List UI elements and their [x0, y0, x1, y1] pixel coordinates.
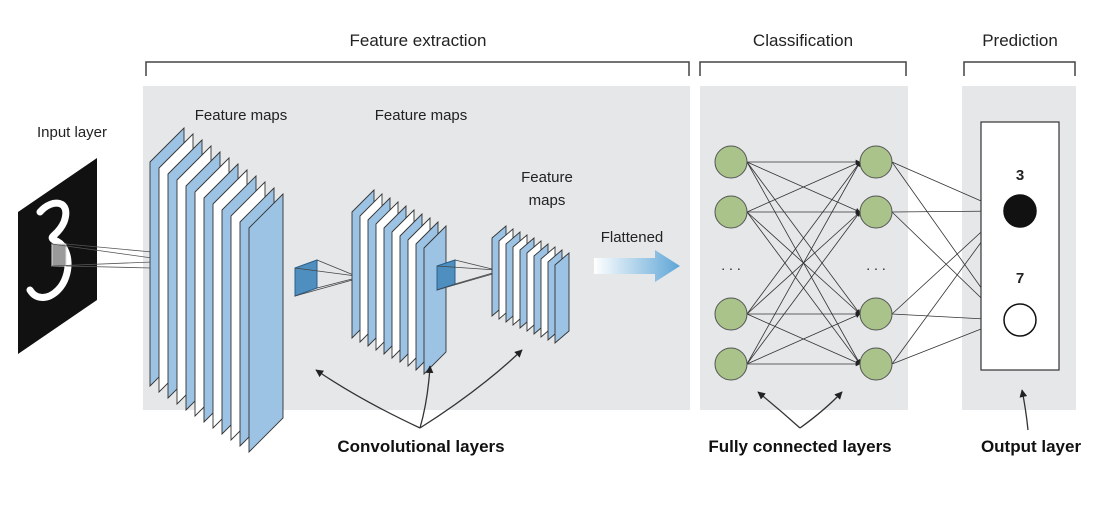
- fc-neuron: [859, 347, 893, 381]
- feature-extraction-bracket: [145, 61, 690, 76]
- convolutional-layers-caption: Convolutional layers: [337, 437, 504, 456]
- feature-maps-label-1: Feature maps: [195, 107, 288, 124]
- prediction-heading: Prediction: [982, 31, 1058, 50]
- flattened-label: Flattened: [601, 229, 664, 246]
- output-node-inactive: [1003, 303, 1037, 337]
- fc-connection: [746, 161, 861, 315]
- feature-map-plane: [423, 224, 447, 376]
- output-node-active: [1003, 194, 1037, 228]
- conv-caption-arrows: [315, 349, 523, 429]
- fc-neuron: [859, 297, 893, 331]
- fc-neuron: [859, 195, 893, 229]
- output-label-3: 3: [1016, 167, 1024, 184]
- input-to-conv-lines: [51, 243, 153, 269]
- classification-heading: Classification: [753, 31, 853, 50]
- flattened-arrow: [594, 250, 680, 282]
- fc-neuron: [714, 145, 748, 179]
- fc-neuron: [714, 297, 748, 331]
- input-receptive-field: [51, 243, 67, 267]
- fc-connection: [746, 161, 861, 213]
- conv2-to-conv3-lines: [436, 259, 497, 291]
- feature-map-stack-1: [149, 126, 284, 454]
- feature-maps-label-3-line2: maps: [529, 192, 566, 209]
- fc-neuron: [714, 195, 748, 229]
- ellipsis-left: . . .: [721, 257, 740, 273]
- ellipsis-right: . . .: [866, 257, 885, 273]
- conv1-to-conv2-lines: [294, 259, 357, 297]
- fully-connected-nodes: [714, 145, 893, 381]
- fc-connection: [746, 161, 861, 365]
- fc-caption-arrows: [757, 391, 843, 429]
- fully-connected-layers-caption: Fully connected layers: [708, 437, 891, 456]
- fc-connection: [746, 313, 861, 365]
- prediction-bracket: [963, 61, 1076, 76]
- feature-extraction-heading: Feature extraction: [349, 31, 486, 50]
- fc-neuron: [859, 145, 893, 179]
- fully-connected-edges: [746, 159, 861, 367]
- feature-maps-label-3-line1: Feature: [521, 169, 573, 186]
- output-label-7: 7: [1016, 270, 1024, 287]
- feature-maps-label-2: Feature maps: [375, 107, 468, 124]
- feature-map-stack-2: [351, 188, 447, 376]
- output-caption-arrow: [1019, 389, 1029, 431]
- feature-map-stack-3: [491, 225, 570, 344]
- fc-connection: [746, 211, 861, 365]
- input-digit-glyph: [26, 199, 72, 301]
- feature-map-plane: [554, 252, 570, 344]
- feature-map-plane: [248, 192, 284, 454]
- classification-bracket: [699, 61, 907, 76]
- input-layer-label: Input layer: [37, 124, 107, 141]
- fc-neuron: [714, 347, 748, 381]
- output-layer-caption: Output layer: [981, 437, 1082, 456]
